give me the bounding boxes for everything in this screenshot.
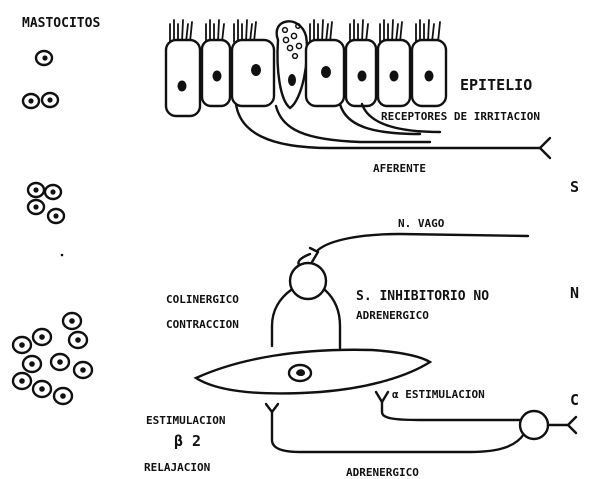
mast-cell bbox=[48, 209, 64, 223]
mast-cell bbox=[74, 362, 92, 378]
sn-label-c: C bbox=[570, 391, 579, 409]
beta2-label: β 2 bbox=[174, 432, 201, 450]
estimulacion-label: ESTIMULACION bbox=[146, 414, 225, 427]
mast-cell bbox=[13, 337, 31, 353]
mast-cell bbox=[51, 354, 69, 370]
epithelium bbox=[166, 20, 446, 116]
alfa-estimulacion-label: α ESTIMULACION bbox=[392, 388, 485, 401]
mast-cell bbox=[28, 183, 44, 197]
mast-cell bbox=[13, 373, 31, 389]
goblet-cell bbox=[277, 21, 307, 108]
mast-cell-speck bbox=[61, 254, 64, 257]
mast-cell bbox=[33, 381, 51, 397]
mast-cell bbox=[28, 200, 44, 214]
sn-label-n: N bbox=[570, 284, 579, 302]
mast-cell bbox=[54, 388, 72, 404]
adrenergico-label: ADRENERGICO bbox=[346, 466, 419, 479]
mast-cell bbox=[33, 329, 51, 345]
epitelio-label: EPITELIO bbox=[460, 76, 532, 94]
sn-label-s: S bbox=[570, 178, 579, 196]
s-inhibitorio-label: S. INHIBITORIO NO bbox=[356, 289, 489, 304]
ganglion-cell bbox=[290, 263, 326, 299]
mast-cell bbox=[45, 185, 61, 199]
n-vago-label: N. VAGO bbox=[398, 217, 445, 230]
mast-cell bbox=[23, 94, 39, 108]
colinergico-label: COLINERGICO bbox=[166, 293, 239, 306]
aferente-label: AFERENTE bbox=[373, 162, 426, 175]
adrenergico-nana-label: ADRENERGICO bbox=[356, 309, 429, 322]
mast-cells bbox=[13, 51, 92, 404]
relajacion-label: RELAJACION bbox=[144, 461, 210, 474]
mast-cell bbox=[63, 313, 81, 329]
vagus-nerve bbox=[298, 234, 528, 266]
adrenergic-fibers bbox=[266, 392, 524, 452]
adrenergic-ganglion-cell bbox=[520, 411, 548, 439]
smooth-muscle-cell bbox=[196, 350, 430, 394]
contraccion-label: CONTRACCION bbox=[166, 318, 239, 331]
epithelial-cell bbox=[166, 40, 200, 116]
mast-cell bbox=[36, 51, 52, 65]
mast-cell bbox=[69, 332, 87, 348]
adrenergic-output bbox=[548, 417, 576, 433]
receptores-label: RECEPTORES DE IRRITACION bbox=[381, 110, 540, 123]
mastocitos-label: MASTOCITOS bbox=[22, 16, 100, 31]
mast-cell bbox=[23, 356, 41, 372]
mast-cell bbox=[42, 93, 58, 107]
